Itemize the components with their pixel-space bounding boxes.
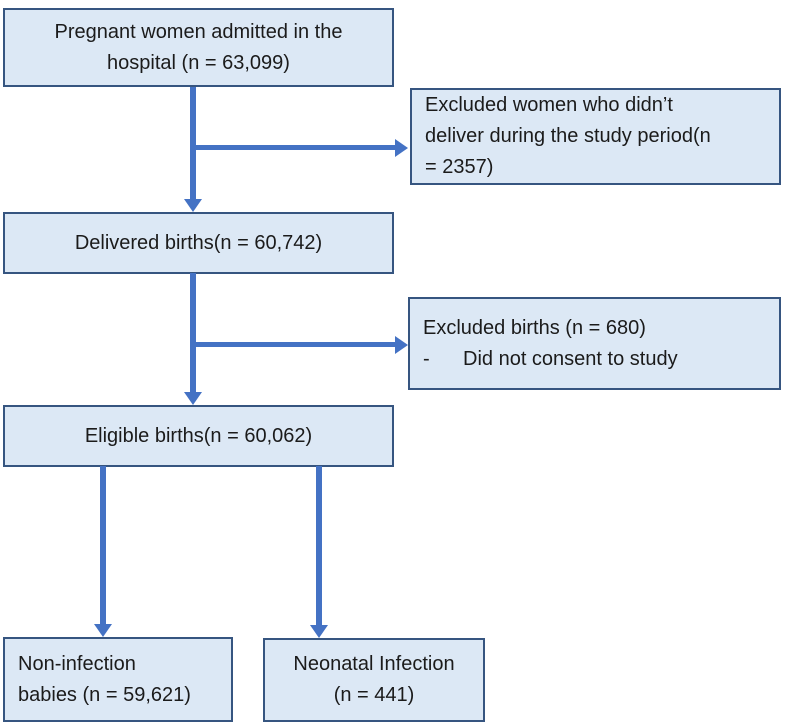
box-neonatal-infection: Neonatal Infection (n = 441) [263,638,485,722]
box-excluded-not-delivered-line-3: = 2357) [425,156,494,178]
box-non-infection-babies-line-1: Non-infection [18,652,136,675]
box-neonatal-infection-line-1: Neonatal Infection [293,653,455,675]
arrow-branch-excluded-not-delivered-stem [190,145,395,150]
box-pregnant-women-admitted-line-1: Pregnant women admitted in the [54,20,343,43]
box-excluded-not-delivered-line-2: deliver during the study period(n [425,125,711,147]
bullet-dash: - [423,347,430,370]
box-pregnant-women-admitted: Pregnant women admitted in the hospital … [3,8,394,87]
arrow-eligible-to-neonatal-infection-head-icon [310,625,328,638]
arrow-admitted-to-delivered-stem [190,87,196,199]
box-delivered-births: Delivered births(n = 60,742) [3,212,394,274]
arrow-delivered-to-eligible-stem [190,273,196,392]
box-excluded-births: Excluded births (n = 680) - Did not cons… [408,297,781,390]
bullet-text: Did not consent to study [463,347,678,370]
box-excluded-not-delivered: Excluded women who didn’t deliver during… [410,88,781,185]
box-excluded-not-delivered-line-1: Excluded women who didn’t [425,94,673,116]
box-excluded-births-title: Excluded births (n = 680) [423,316,646,339]
arrow-eligible-to-neonatal-infection-stem [316,466,322,625]
arrow-eligible-to-non-infection-head-icon [94,624,112,637]
box-pregnant-women-admitted-line-2: hospital (n = 63,099) [107,51,290,74]
arrow-eligible-to-non-infection-stem [100,466,106,624]
box-excluded-births-bullet: - Did not consent to study [423,344,773,375]
box-non-infection-babies-line-2: babies (n = 59,621) [18,683,191,706]
arrow-branch-excluded-not-delivered-head-icon [395,139,408,157]
box-eligible-births: Eligible births(n = 60,062) [3,405,394,467]
arrow-delivered-to-eligible-head-icon [184,392,202,405]
box-eligible-births-label: Eligible births(n = 60,062) [84,424,313,447]
arrow-branch-excluded-births-stem [190,342,395,347]
arrow-branch-excluded-births-head-icon [395,336,408,354]
arrow-admitted-to-delivered-head-icon [184,199,202,212]
box-neonatal-infection-line-2: (n = 441) [333,684,415,706]
box-non-infection-babies: Non-infection babies (n = 59,621) [3,637,233,722]
box-delivered-births-label: Delivered births(n = 60,742) [74,231,323,254]
